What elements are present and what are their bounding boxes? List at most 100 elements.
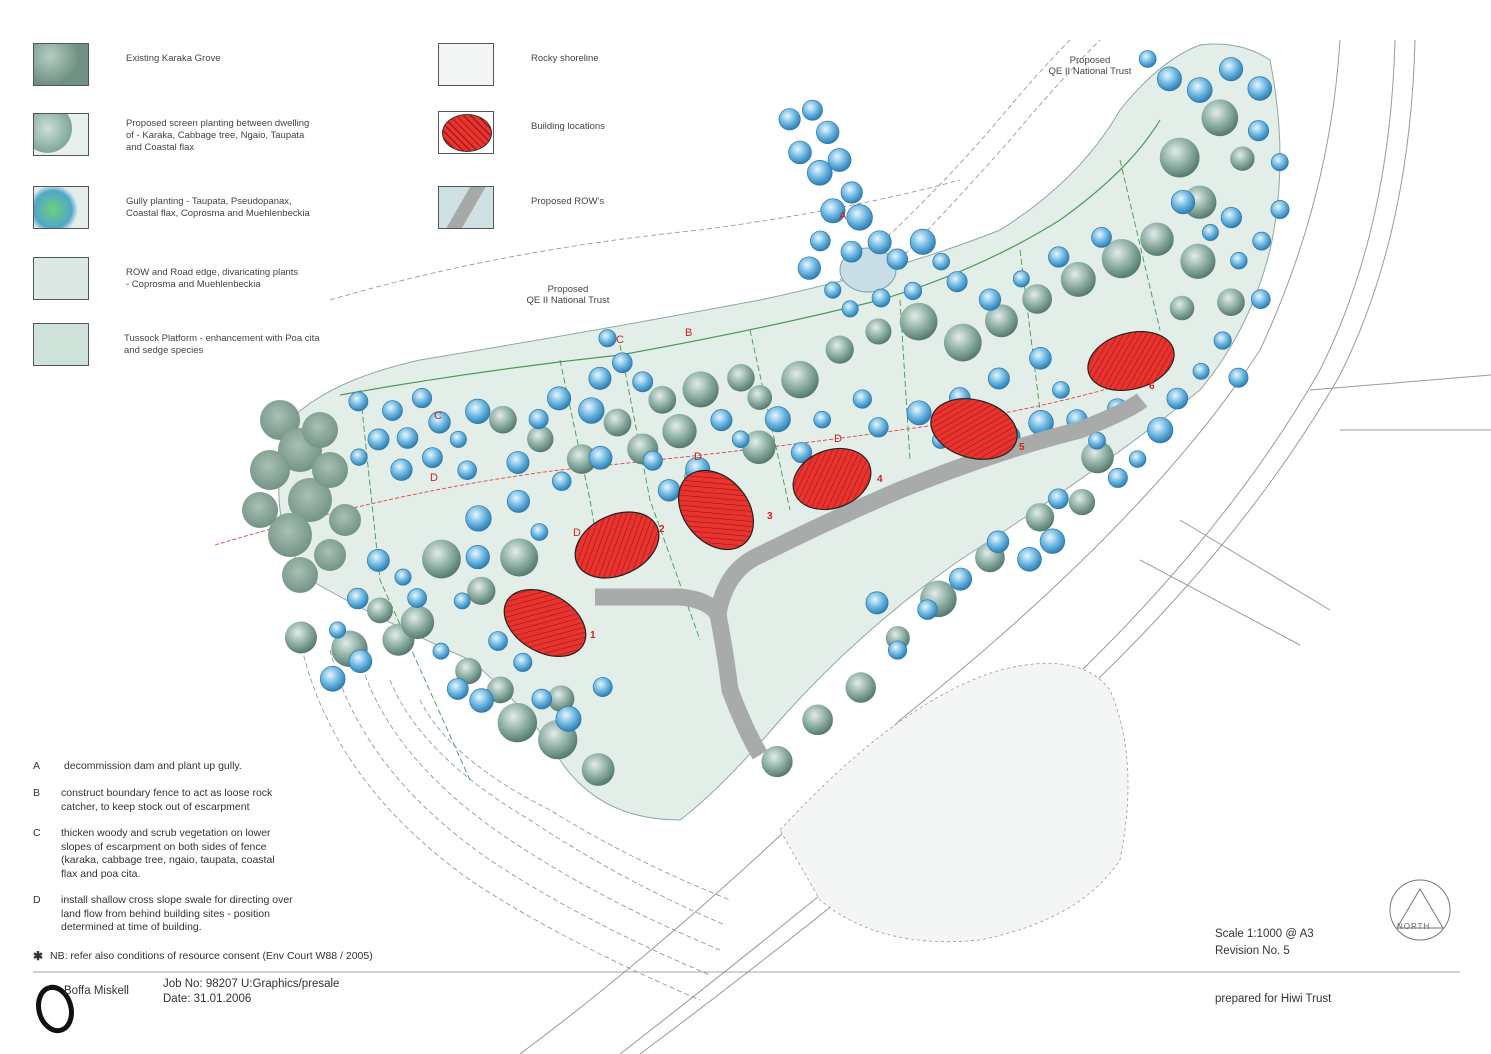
screen-tree-icon (1159, 137, 1200, 178)
gully-tree-icon (731, 430, 750, 449)
nb-text: NB: refer also conditions of resource co… (50, 950, 373, 962)
gully-tree-icon (407, 588, 427, 608)
screen-tree-icon (761, 745, 793, 778)
karaka-grove-swatch-icon (33, 43, 89, 86)
legend-label: Proposed ROW's (531, 196, 605, 207)
gully-tree-icon (1248, 120, 1270, 142)
gully-tree-icon (1192, 362, 1210, 380)
legend-label: Tussock Platform - enhancement with Poa … (124, 333, 320, 356)
gully-tree-icon (867, 230, 892, 255)
legend-item-tussock: Tussock Platform - enhancement with Poa … (33, 323, 413, 383)
legend-label: ROW and Road edge, divaricating plants -… (126, 267, 299, 290)
screen-tree-icon (500, 538, 539, 577)
gully-tree-icon (612, 352, 633, 373)
screen-tree-icon (899, 302, 938, 341)
gully-tree-icon (986, 530, 1010, 553)
gully-tree-icon (949, 567, 973, 591)
karaka-tree-icon (302, 412, 338, 448)
gully-tree-icon (813, 410, 831, 429)
building-site-ellipse (792, 447, 872, 511)
karaka-tree-icon (288, 478, 332, 522)
gully-tree-icon (886, 248, 908, 270)
legend-label: Proposed screen planting between dwellin… (126, 118, 310, 153)
gully-tree-icon (367, 428, 390, 451)
gully-tree-icon (513, 652, 533, 672)
gully-tree-icon (1166, 387, 1189, 410)
note-text: thicken woody and scrub vegetation on lo… (61, 827, 275, 880)
screen-tree-icon (1101, 238, 1142, 279)
gully-tree-icon (810, 230, 831, 252)
note-d: D install shallow cross slope swale for … (33, 894, 353, 936)
gully-tree-icon (917, 599, 938, 620)
company-name: Boffa Miskell (64, 985, 129, 997)
note-letter: D (33, 894, 41, 906)
karaka-tree-icon (282, 557, 318, 593)
building-site-ellipse (574, 511, 660, 579)
legend-item-proposed-row: Proposed ROW's (438, 186, 738, 246)
screen-tree-icon (1140, 222, 1174, 256)
gully-tree-icon (530, 523, 549, 541)
gully-tree-icon (469, 688, 494, 713)
gully-tree-icon (840, 181, 863, 204)
gully-tree-icon (329, 621, 347, 639)
gully-tree-icon (840, 240, 863, 263)
existing-karaka-grove (242, 400, 361, 593)
screen-tree-icon (497, 702, 538, 743)
gully-tree-icon (1091, 227, 1112, 248)
gully-tree-icon (1088, 431, 1106, 450)
gully-tree-icon (547, 386, 572, 411)
screen-tree-icon (486, 676, 514, 704)
gully-tree-icon (827, 148, 852, 172)
gully-tree-icon (764, 406, 791, 433)
gully-tree-icon (1252, 231, 1272, 251)
gully-tree-icon (465, 544, 490, 570)
gully-tree-icon (588, 445, 613, 470)
gully-tree-icon (841, 300, 859, 318)
gully-tree-icon (632, 371, 654, 393)
asterisk-icon: ✱ (33, 949, 44, 963)
gully-tree-icon (528, 409, 549, 430)
gully-tree-icon (598, 329, 617, 348)
note-a: A decommission dam and plant up gully. (33, 760, 353, 775)
screen-tree-icon (1060, 261, 1096, 297)
gully-tree-icon (411, 387, 433, 409)
screen-tree-icon (1180, 243, 1216, 279)
gully-tree-icon (390, 458, 413, 481)
building-site-ellipse (1087, 331, 1175, 391)
gully-tree-icon (1218, 57, 1244, 82)
zone-label-c: C (434, 410, 442, 422)
note-c: C thicken woody and scrub vegetation on … (33, 827, 353, 883)
drawing-date: Date: 31.01.2006 (163, 993, 252, 1005)
gully-tree-icon (778, 108, 801, 131)
legend-label: Rocky shoreline (531, 53, 599, 64)
gully-tree-icon (432, 642, 450, 660)
gully-tree-icon (506, 451, 530, 474)
gully-tree-icon (552, 471, 572, 491)
road-edge-swatch-icon (33, 257, 89, 300)
legend-item-karaka-grove: Existing Karaka Grove (33, 43, 413, 103)
gully-tree-icon (806, 160, 833, 186)
note-text: decommission dam and plant up gully. (64, 760, 242, 772)
note-text: construct boundary fence to act as loose… (61, 787, 273, 813)
screen-tree-icon (802, 704, 833, 736)
screen-tree-icon (648, 385, 677, 414)
legend-label: Building locations (531, 121, 605, 132)
gully-tree-icon (1230, 252, 1248, 270)
gully-tree-icon (1138, 50, 1157, 68)
zone-label-a: A (839, 210, 847, 222)
zone-label-b: B (685, 327, 693, 339)
gully-tree-icon (824, 281, 842, 299)
gully-tree-icon (710, 409, 733, 432)
screen-tree-icon (1022, 284, 1053, 314)
screen-tree-icon (421, 539, 461, 579)
rocky-shoreline-swatch-icon (438, 43, 494, 86)
building-site-number: 6 (1149, 381, 1155, 392)
screen-tree-icon (662, 413, 697, 449)
note-letter: B (33, 787, 41, 799)
screen-tree-icon (682, 371, 719, 408)
note-text: install shallow cross slope swale for di… (61, 894, 293, 933)
gully-tree-icon (1250, 289, 1271, 310)
screen-planting-swatch-icon (33, 113, 89, 156)
gully-tree-icon (932, 252, 950, 271)
screen-tree-icon (845, 672, 876, 703)
